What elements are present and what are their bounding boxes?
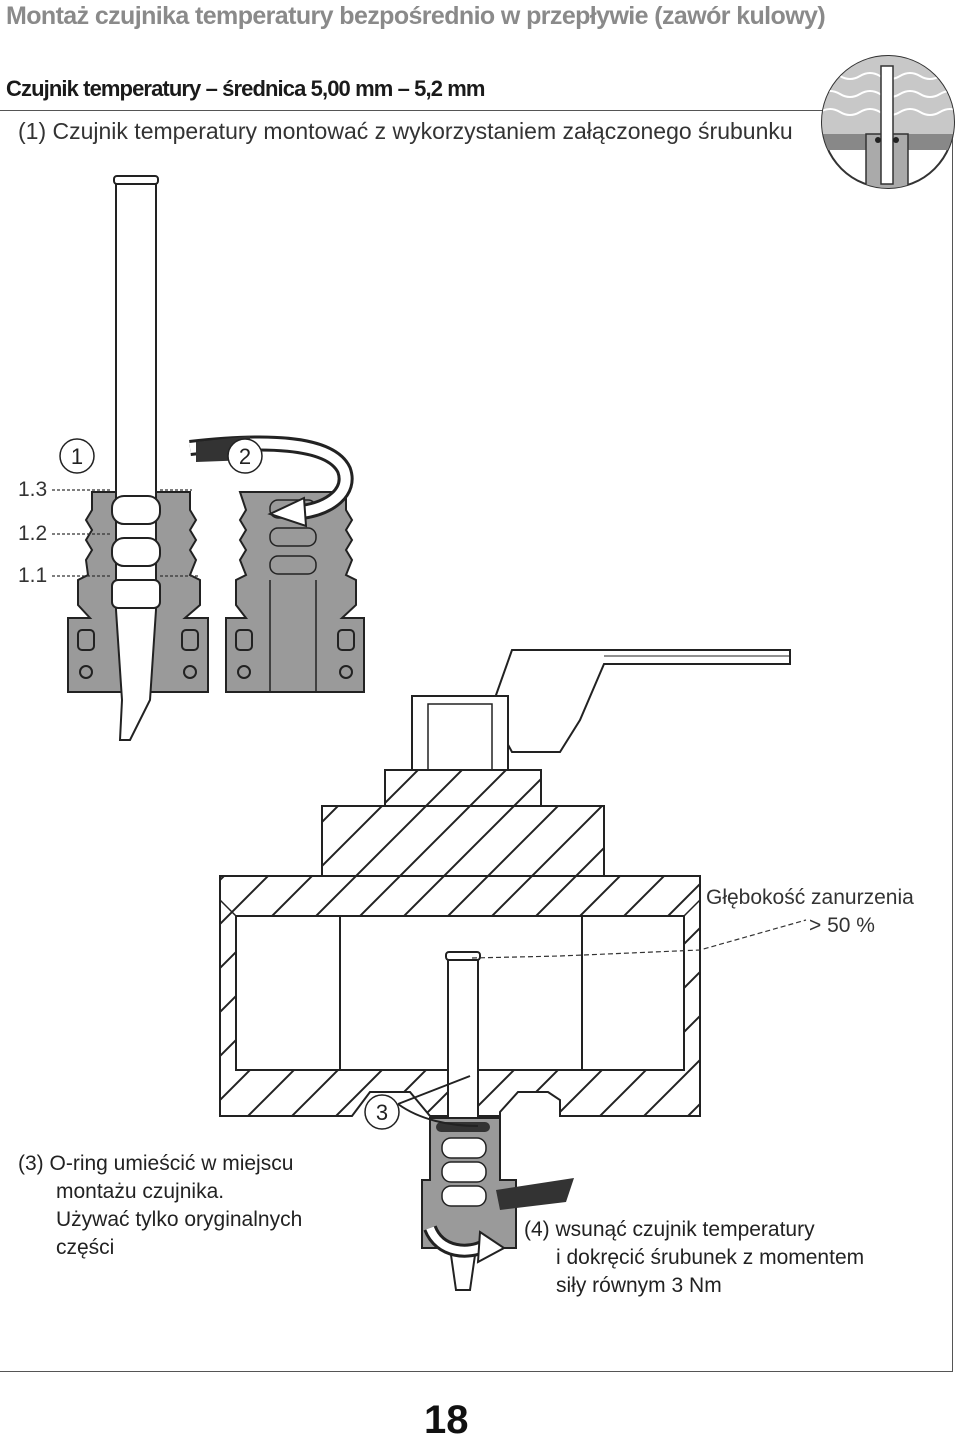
ball-valve: 3 (219, 649, 807, 1291)
callout-3-number: 3 (376, 1100, 388, 1125)
immersion-depth-label: Głębokość zanurzenia (706, 886, 914, 909)
callout-circle-2 (227, 438, 263, 474)
step-4-line-3: siły równym 3 Nm (556, 1274, 722, 1297)
callout-circle-1 (59, 438, 95, 474)
callout-1-number: 1 (71, 444, 83, 469)
step-4-note: (4) wsunąć czujnik temperatury i dokręci… (524, 1216, 944, 1300)
immersion-depth-value: > 50 % (809, 914, 875, 937)
callout-2-number: 2 (239, 444, 251, 469)
step-3-line-2: montażu czujnika. (56, 1180, 225, 1203)
detail-inset (821, 55, 955, 189)
section-subtitle: Czujnik temperatury – średnica 5,00 mm –… (6, 76, 485, 101)
step-4-line-2: i dokręcić śrubunek z momentem (556, 1246, 865, 1269)
step-3-line-1: (3) O-ring umieścić w miejscu (18, 1152, 294, 1175)
step-3-line-3: Używać tylko oryginalnych (56, 1208, 303, 1231)
diagram-frame (0, 110, 953, 1372)
fitting-with-sensor: 1 (52, 175, 209, 741)
fitting-body: 2 (189, 435, 365, 693)
callout-circle-3 (364, 1094, 400, 1130)
immersion-depth-note: Głębokość zanurzenia > 50 % (706, 884, 914, 940)
label-1-1: 1.1 (18, 564, 48, 587)
page-title: Montaż czujnika temperatury bezpośrednio… (6, 2, 826, 30)
page-number: 18 (424, 1398, 469, 1442)
label-1-3: 1.3 (18, 478, 48, 501)
step-1-instruction: (1) Czujnik temperatury montować z wykor… (18, 118, 793, 144)
step-3-note: (3) O-ring umieścić w miejscu montażu cz… (18, 1150, 358, 1262)
step-4-line-1: (4) wsunąć czujnik temperatury (524, 1218, 815, 1241)
step-3-line-4: części (56, 1236, 115, 1259)
label-1-2: 1.2 (18, 522, 48, 545)
